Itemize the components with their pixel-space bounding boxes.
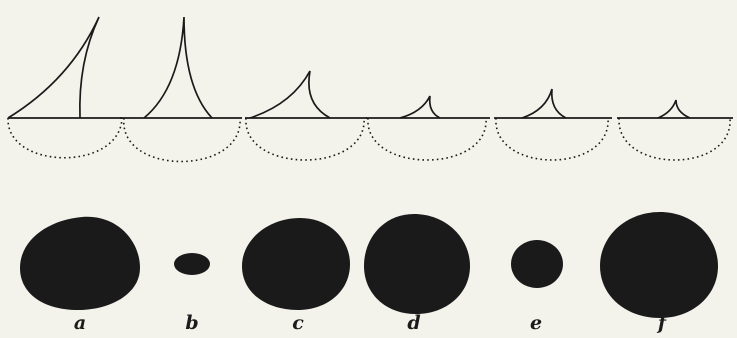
profile-c-dotted-arc	[246, 118, 364, 160]
profile-d	[366, 96, 490, 160]
profile-a	[8, 17, 122, 158]
panel-label-e: e	[526, 312, 546, 334]
section-f-shape	[600, 212, 718, 318]
profile-b-outline	[144, 17, 212, 118]
profile-b	[120, 17, 242, 162]
profile-e-outline	[522, 89, 566, 118]
section-e-shape	[511, 240, 563, 288]
profile-a-outline	[8, 17, 99, 118]
panel-label-b: b	[182, 312, 202, 334]
profile-f-dotted-arc	[619, 118, 730, 160]
panel-label-c: c	[288, 312, 308, 334]
profile-d-outline	[400, 96, 440, 118]
profile-c-outline	[250, 71, 330, 118]
profile-a-dotted-arc	[8, 118, 122, 158]
panel-label-d: d	[404, 312, 424, 334]
profile-e-dotted-arc	[496, 118, 608, 160]
section-d-shape	[364, 214, 470, 314]
profile-f-outline	[658, 100, 690, 118]
section-c-shape	[242, 218, 350, 310]
sections-row	[20, 212, 718, 318]
profile-e	[494, 89, 612, 160]
panel-label-f: f	[652, 312, 672, 334]
profile-c	[245, 71, 367, 160]
section-b-shape	[174, 253, 210, 275]
section-a-shape	[20, 217, 140, 310]
profile-f	[617, 100, 733, 160]
profile-b-dotted-arc	[124, 118, 240, 162]
profile-d-dotted-arc	[368, 118, 486, 160]
panel-label-a: a	[70, 312, 90, 334]
